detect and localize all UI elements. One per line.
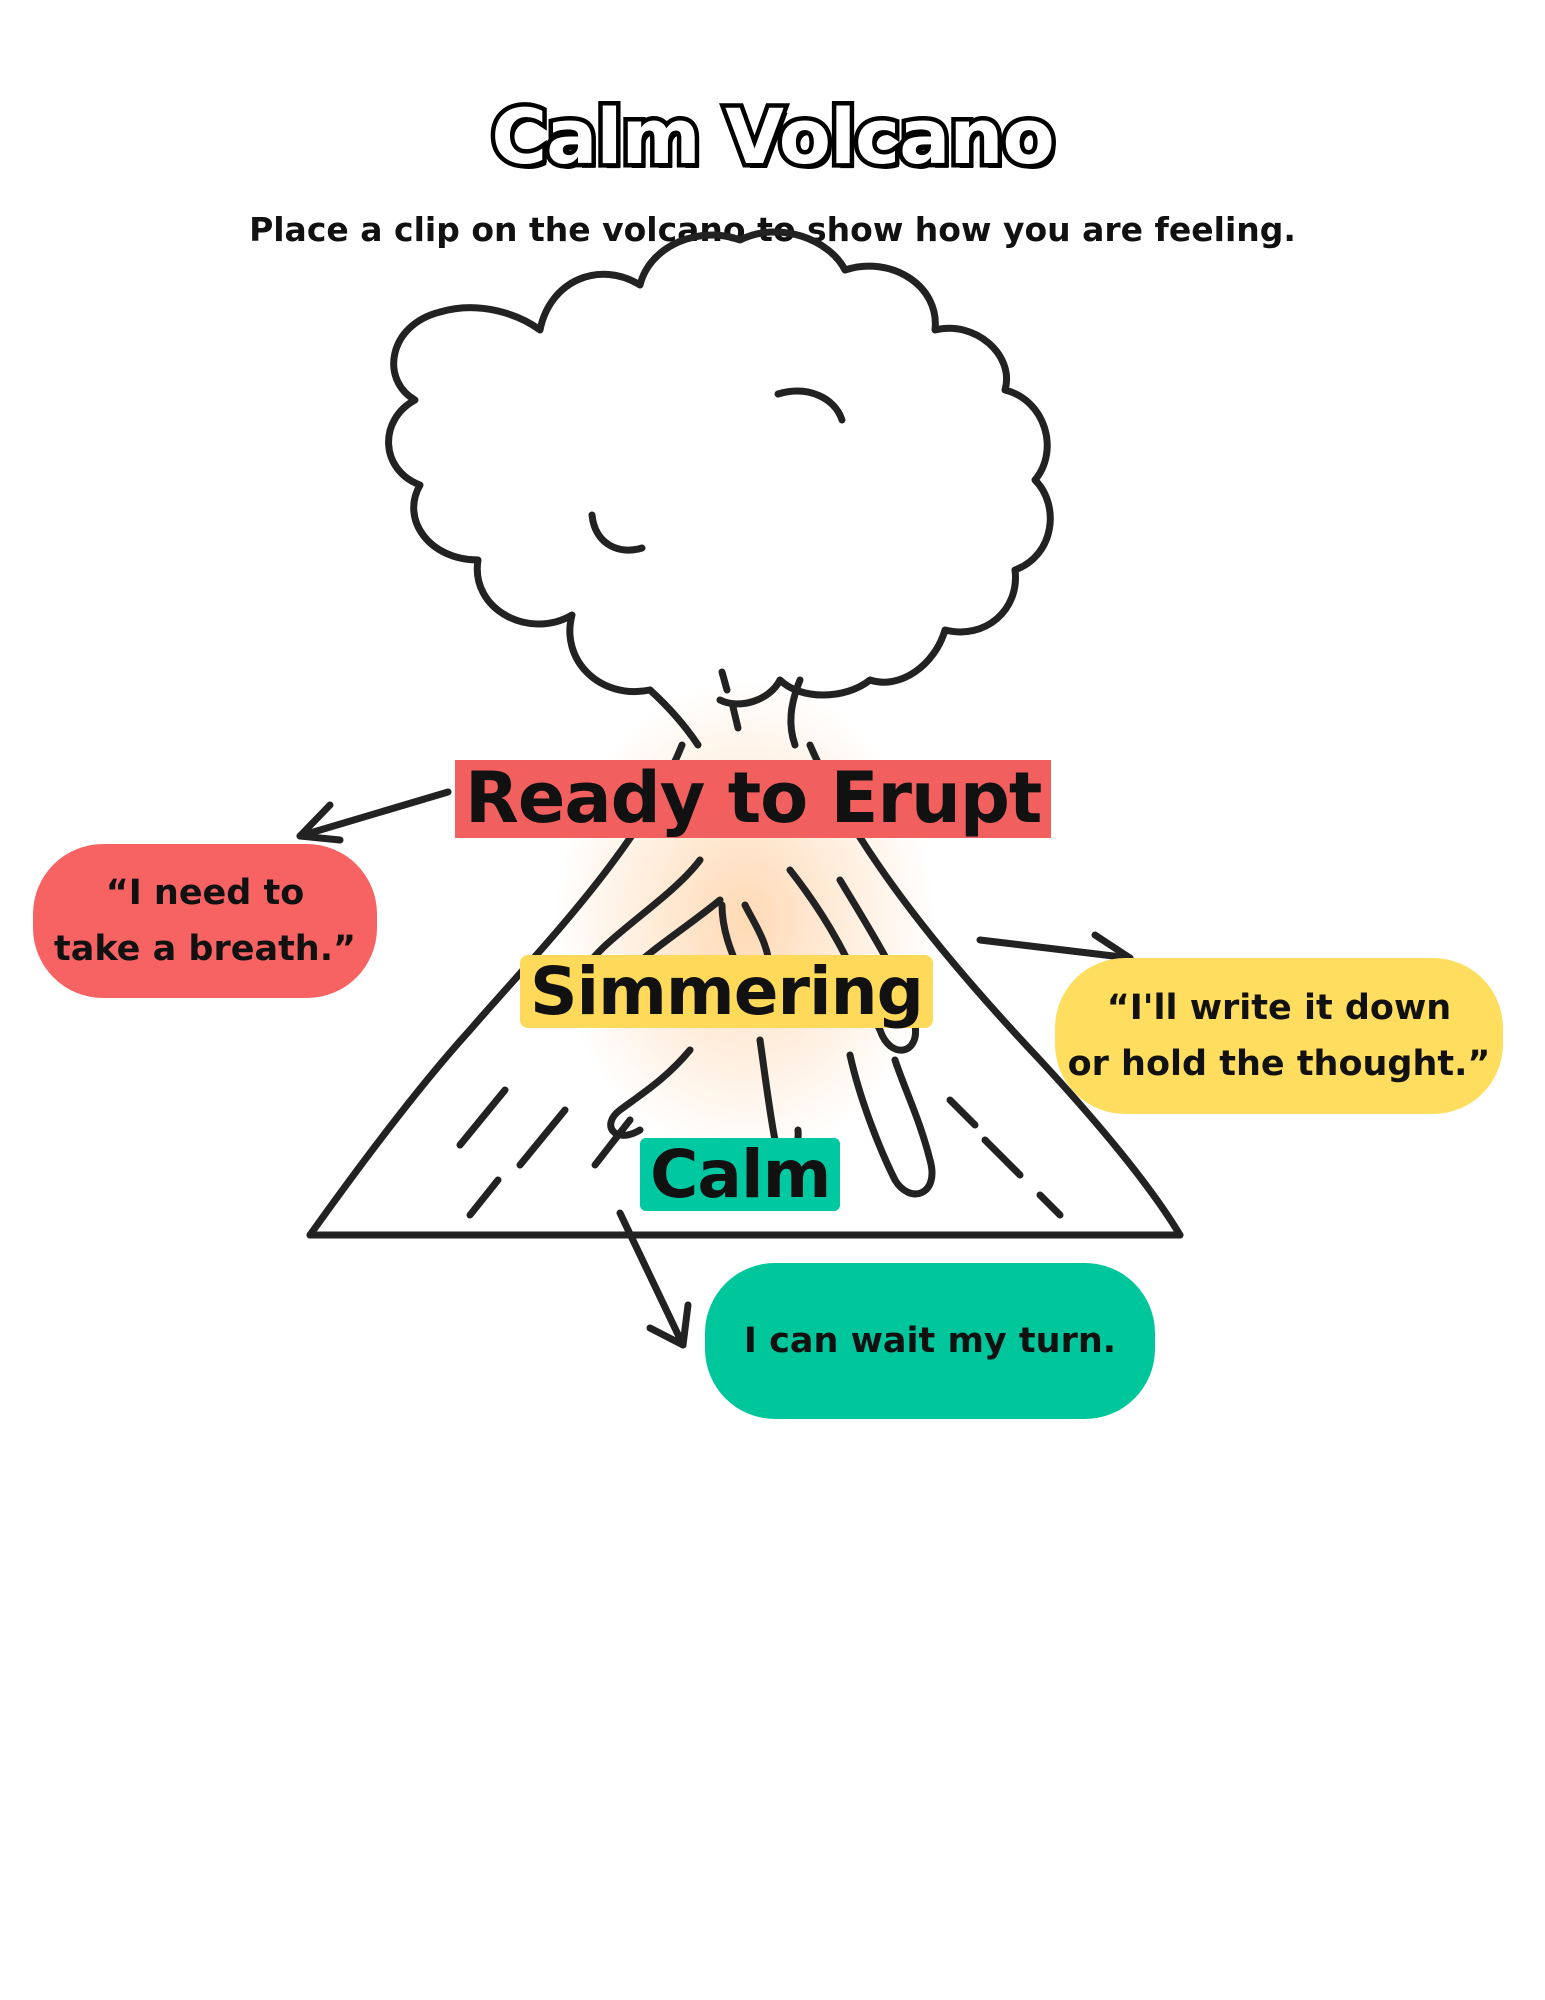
cloud-curl-left (588, 511, 646, 554)
volcano-right-slope (806, 741, 1184, 1239)
level-ready-to-erupt: Ready to Erupt (455, 760, 1052, 838)
smoke-cloud (385, 228, 1054, 708)
arrow-calm-head (646, 1301, 692, 1349)
slope-dash-6 (1036, 1191, 1064, 1219)
neck-stroke-b (729, 703, 742, 732)
bubble-calm: I can wait my turn. (705, 1263, 1155, 1419)
lava-drip-3 (786, 866, 919, 1054)
volcano-left-slope (306, 741, 686, 1239)
page-title: Calm Volcano (487, 88, 1059, 186)
bubble-ready-to-erupt: “I need to take a breath.” (33, 844, 377, 998)
lava-drip-5 (846, 1051, 936, 1198)
level-simmering: Simmering (520, 955, 933, 1029)
level-calm: Calm (640, 1138, 841, 1212)
arrow-erupt-head (296, 801, 344, 844)
volcano-neck-left (646, 686, 702, 749)
arrow-simmer (976, 936, 1134, 962)
slope-dash-1 (456, 1086, 509, 1149)
slope-dash-3 (466, 1176, 502, 1219)
slope-dash-5 (981, 1136, 1024, 1179)
slope-dash-4 (591, 1116, 634, 1169)
slope-dash-7 (946, 1096, 979, 1129)
arrow-erupt (296, 788, 452, 840)
volcano-neck-right (787, 676, 804, 749)
lava-glow (555, 680, 935, 1160)
neck-stroke-a (718, 668, 731, 694)
arrow-calm (616, 1209, 687, 1349)
slope-dash-2 (516, 1106, 569, 1169)
cloud-curl-right (774, 387, 846, 424)
bubble-simmering: “I'll write it down or hold the thought.… (1055, 958, 1503, 1114)
